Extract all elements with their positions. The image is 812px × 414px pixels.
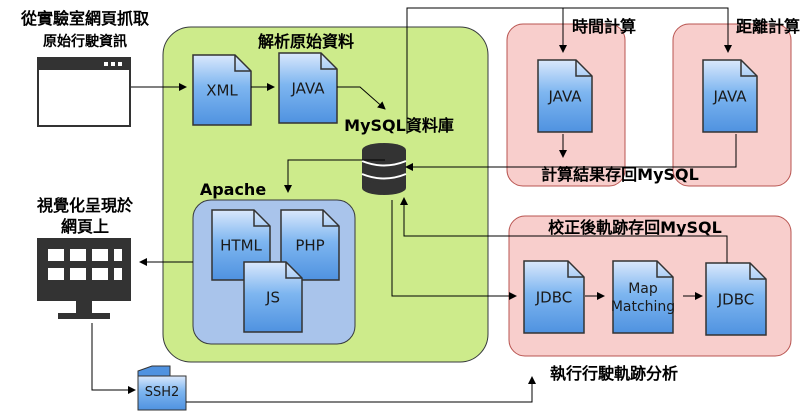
correct-store-label: 校正後軌跡存回MySQL [548,218,722,237]
java-time-file-label-0: JAVA [547,87,582,105]
jdbc-out-file: JDBC [705,262,767,336]
js-file: JS [243,261,303,333]
jdbc-in-file-label-0: JDBC [535,288,572,306]
map-matching-file-label-0: Map [628,281,658,297]
java-time-file: JAVA [537,59,593,133]
visual-title-line2: 網頁上 [61,217,109,236]
apache-label: Apache [200,180,267,199]
browser-window-icon [37,57,131,127]
ssh2-folder-icon: SSH2 [137,365,187,411]
database-icon [361,143,407,195]
xml-file: XML [192,54,252,126]
crawl-title-line1: 從實驗室網頁抓取 [20,9,149,28]
monitor-icon [37,238,131,319]
crawl-title-line2: 原始行駛資訊 [43,33,127,50]
jdbc-in-file: JDBC [523,260,585,334]
exec-analysis-label: 執行行駛軌跡分析 [550,364,678,383]
java-dist-file: JAVA [702,59,758,133]
ssh2-label: SSH2 [145,385,180,400]
parse-title: 解析原始資料 [258,32,354,51]
calc-store-label: 計算結果存回MySQL [541,165,699,184]
html-file-label-0: HTML [220,236,262,254]
mysql-db-label: MySQL資料庫 [344,116,454,135]
js-file-label-0: JS [265,288,280,306]
connectors [91,7,737,403]
xml-file-label-0: XML [206,81,238,99]
jdbc-out-file-label-0: JDBC [717,290,754,308]
java-parse-file: JAVA [278,52,338,124]
dist-calc-label: 距離計算 [736,17,800,36]
java-parse-file-label-0: JAVA [290,79,325,97]
java-dist-file-label-0: JAVA [712,87,747,105]
visual-title-line1: 視覺化呈現於 [36,196,134,215]
time-calc-label: 時間計算 [572,17,636,36]
map-matching-file-label-1: Matching [611,299,675,315]
php-file-label-0: PHP [295,236,324,254]
